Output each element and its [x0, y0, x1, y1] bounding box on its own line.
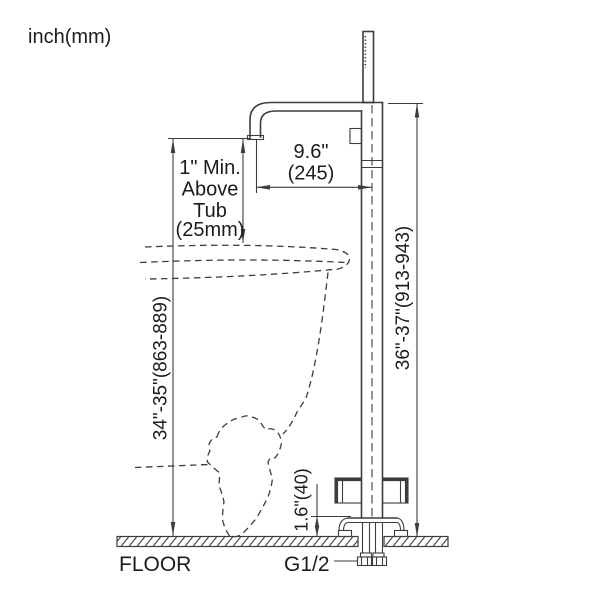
dim-text-min-above-tub-1: 1" Min.: [179, 157, 241, 179]
dim-spout-outlet-height: 34"-35"(863-889): [151, 139, 176, 536]
mounting-foot-right: [393, 529, 409, 538]
base-elbow-right: [396, 517, 405, 532]
floor: [116, 535, 449, 548]
handle-left-grip: [334, 477, 363, 504]
dim-handle-height: 1.6"(40): [292, 468, 351, 537]
dim-text-spout-outlet-height: 34"-35"(863-889): [151, 296, 172, 440]
dim-text-min-above-tub-2: Above: [182, 179, 239, 201]
spout-outlet-tip: [246, 134, 265, 141]
inlet-thread-label: G1/2: [284, 553, 330, 576]
tub-rim-outline: [144, 244, 351, 280]
mounting-foot-left: [337, 529, 353, 538]
tub-rim-inner-edge: [139, 259, 347, 264]
tub-side-outline: [282, 272, 329, 435]
hand-shower-wand: [362, 30, 375, 104]
pipe-collar-left: [359, 552, 373, 558]
lever-handle: [334, 477, 409, 504]
inlet-thread-callout: G1/2: [284, 553, 358, 576]
floor-slab-right: [383, 535, 449, 548]
floor-label: FLOOR: [119, 553, 191, 576]
units-note: inch(mm): [28, 26, 111, 48]
dim-min-above-tub: 1" Min. Above Tub (25mm): [176, 139, 246, 243]
tub-filler-faucet: [246, 30, 409, 567]
dim-text-min-above-tub-3: Tub: [193, 200, 227, 222]
tub-bottom-edge: [134, 463, 210, 469]
mounting-base: [337, 517, 409, 538]
dimension-annotations: 34"-35"(863-889) 1" Min. Above Tub (25mm…: [119, 102, 423, 576]
base-elbow-left: [338, 517, 349, 532]
dim-overall-height: 36"-37"(913-943): [388, 102, 423, 537]
hex-nut-left: [356, 556, 373, 567]
dim-spout-reach: 9.6" (245): [255, 140, 372, 193]
floor-slab-left: [116, 535, 359, 548]
dim-text-overall-height: 36"-37"(913-943): [393, 226, 414, 370]
supply-connections: [356, 522, 388, 567]
dim-text-min-above-tub-4: (25mm): [176, 219, 245, 241]
spout-outer-contour: [249, 101, 384, 138]
dim-text-spout-reach-inch: 9.6": [294, 141, 329, 163]
handle-right-grip: [381, 477, 409, 504]
tub-outline: [134, 244, 351, 538]
hex-nut-right: [371, 556, 388, 567]
dim-text-handle-height: 1.6"(40): [292, 468, 312, 531]
pipe-collar-right: [372, 552, 385, 558]
tub-claw-foot-outline: [206, 415, 283, 538]
dim-text-spout-reach-mm: (245): [288, 163, 335, 185]
diverter-knob: [349, 127, 363, 145]
spout-inner-contour: [259, 110, 363, 138]
